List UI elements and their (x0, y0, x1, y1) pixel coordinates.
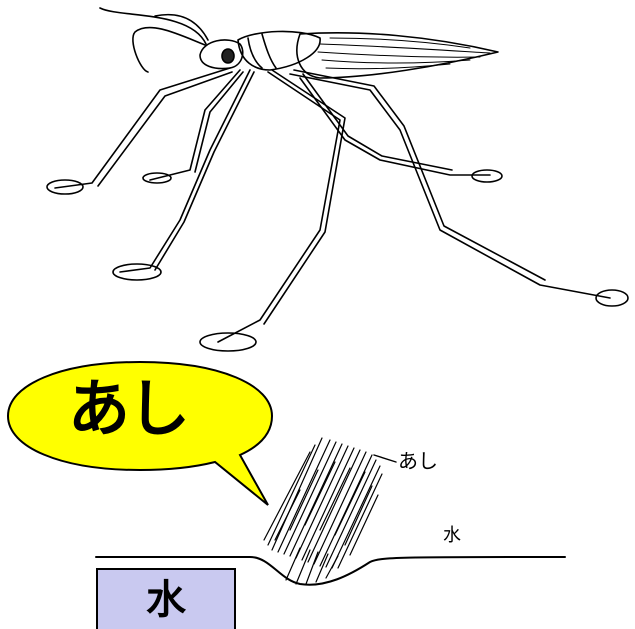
foot-ripple (472, 170, 502, 182)
insect-eye (222, 49, 234, 63)
water-box: 水 (96, 568, 236, 629)
water-surface-label: 水 (443, 527, 461, 545)
insect-abdomen (297, 33, 498, 78)
water-box-label: 水 (146, 580, 186, 620)
leg-label: あし (398, 451, 438, 471)
insect-illustration (47, 8, 628, 351)
front-leg-right (150, 70, 240, 180)
leg-hairs (264, 438, 382, 584)
hind-leg-right (290, 74, 610, 298)
foot-ripple (596, 290, 628, 306)
front-leg-left (55, 68, 230, 188)
middle-leg-right (300, 78, 490, 175)
callout-label: あし (68, 378, 188, 440)
antenna-left (133, 28, 205, 72)
foot-ripple (200, 333, 256, 351)
